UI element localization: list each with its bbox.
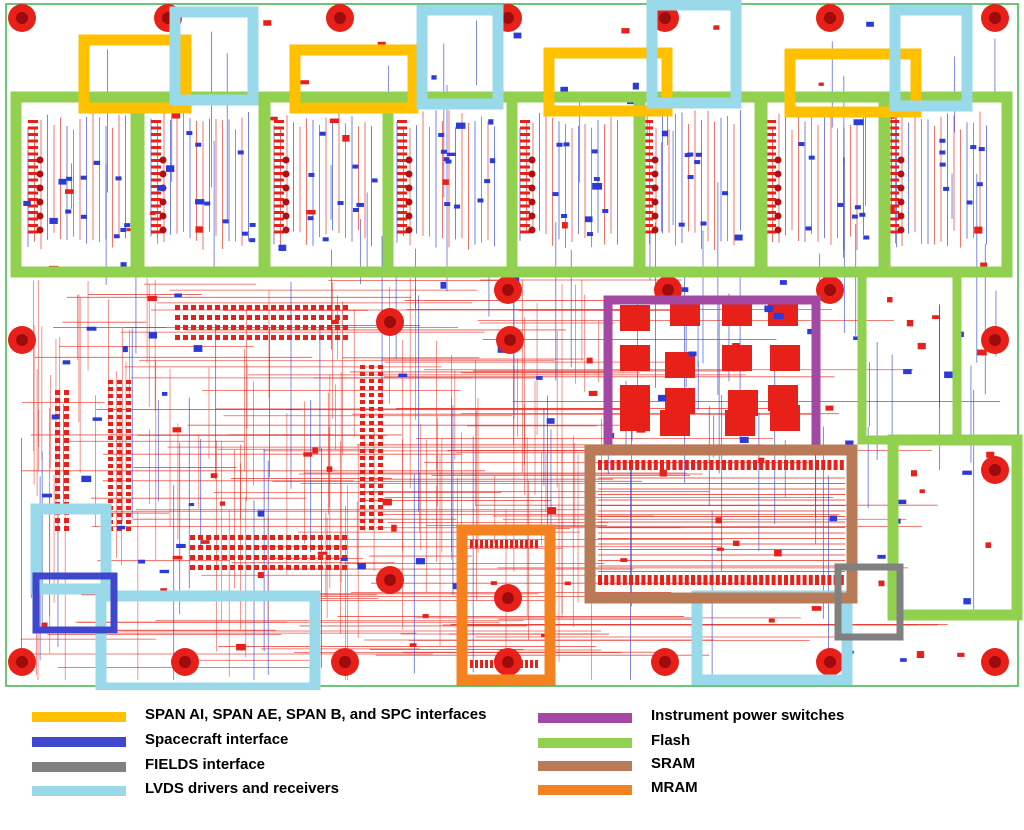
legend-label-span: SPAN AI, SPAN AE, SPAN B, and SPC interf…	[145, 706, 487, 723]
fields-interface-region	[834, 563, 904, 641]
flash-region-10	[887, 434, 1023, 621]
mounting-holes	[8, 4, 1009, 676]
lvds-region-2	[416, 4, 504, 110]
lvds-region-6	[95, 590, 321, 690]
lvds-region-1	[169, 6, 259, 106]
legend-label-spacecraft: Spacecraft interface	[145, 731, 289, 748]
spacecraft-interface-region	[32, 572, 118, 634]
legend-swatch-fields	[32, 762, 126, 772]
legend-label-flash: Flash	[651, 732, 691, 749]
legend-swatch-lvds	[32, 786, 126, 796]
legend-label-sram: SRAM	[651, 755, 696, 772]
span-interface-region-4	[784, 48, 922, 118]
span-interface-region-2	[289, 44, 419, 114]
lvds-region-3	[646, 0, 742, 109]
legend-swatch-flash	[538, 738, 632, 748]
lvds-region-4	[889, 4, 973, 112]
pcb-layout	[5, 0, 1023, 690]
legend-label-fields: FIELDS interface	[145, 756, 266, 773]
span-interface-region-1	[78, 34, 192, 114]
lvds-region-5	[30, 503, 112, 595]
legend-swatch-spacecraft	[32, 737, 126, 747]
legend-label-mram: MRAM	[651, 779, 698, 796]
legend-swatch-mram	[538, 785, 632, 795]
mram-region	[456, 524, 556, 686]
board-outline	[5, 3, 1019, 687]
span-interface-region-3	[543, 47, 673, 117]
legend-label-power: Instrument power switches	[651, 707, 845, 724]
legend-label-lvds: LVDS drivers and receivers	[145, 780, 339, 797]
legend-swatch-span	[32, 712, 126, 722]
sram-region	[584, 444, 858, 604]
legend-swatch-sram	[538, 761, 632, 771]
legend: SPAN AI, SPAN AE, SPAN B, and SPC interf…	[0, 690, 1024, 830]
highlight-regions	[10, 0, 1023, 690]
legend-swatch-power	[538, 713, 632, 723]
